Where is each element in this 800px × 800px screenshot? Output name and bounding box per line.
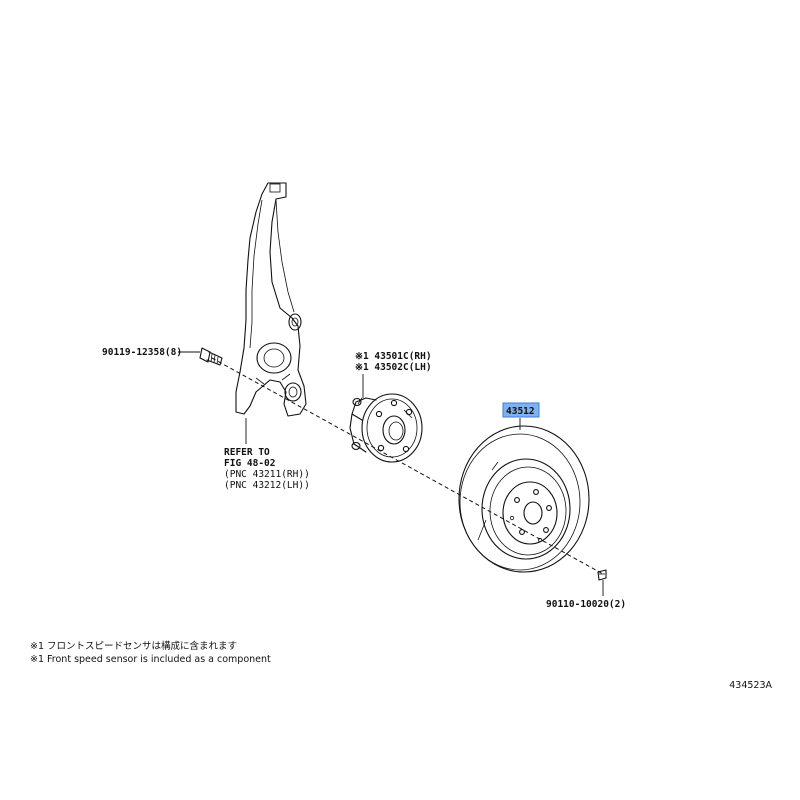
figure-id: 434523A	[729, 680, 772, 691]
footnote-english: ※1 Front speed sensor is included as a c…	[30, 654, 271, 665]
footnote-japanese: ※1 フロントスピードセンサは構成に含まれます	[30, 640, 237, 652]
set-screw-illustration	[597, 569, 607, 581]
hub-bearing-illustration	[349, 393, 423, 463]
steering-knuckle-illustration	[235, 182, 307, 417]
brake-disc-illustration	[458, 425, 590, 573]
callout-screw[interactable]: 90110-10020(2)	[546, 599, 626, 610]
callout-hub-lh[interactable]: ※1 43502C(LH)	[355, 362, 432, 373]
callout-hub-rh[interactable]: ※1 43501C(RH)	[355, 351, 432, 362]
bolt-illustration	[199, 347, 223, 366]
refer-line-4: (PNC 43212(LH))	[224, 480, 310, 491]
callout-disc[interactable]: 43512	[506, 406, 535, 417]
refer-line-1: REFER TO	[224, 447, 270, 458]
refer-line-2[interactable]: FIG 48-02	[224, 458, 275, 469]
callout-bolt[interactable]: 90119-12358(8)	[102, 347, 182, 358]
callout-disc-highlight	[502, 402, 540, 418]
assembly-axis-line	[211, 357, 604, 575]
refer-line-3: (PNC 43211(RH))	[224, 469, 310, 480]
